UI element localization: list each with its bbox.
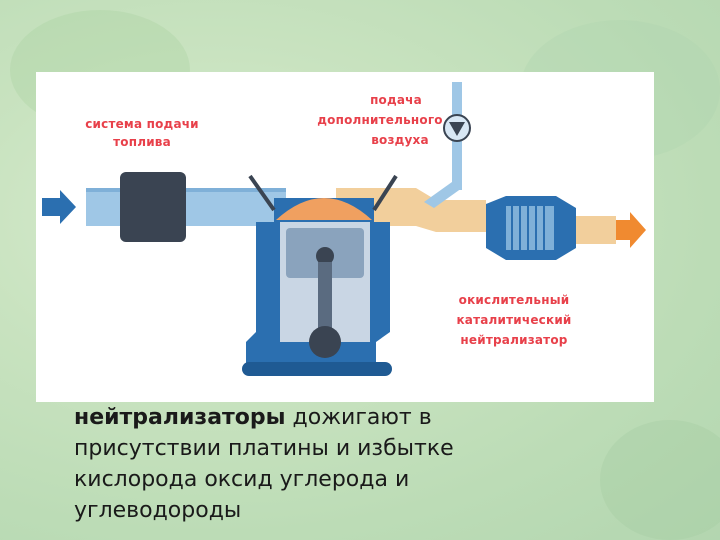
engine-diagram: система подачи топлива подача дополнител…: [42, 82, 646, 376]
background-blot: [600, 420, 720, 540]
catalyst-label-line3: нейтрализатор: [460, 333, 567, 347]
air-pump-arrow-icon: [449, 122, 465, 136]
exhaust-arrow: [616, 212, 646, 248]
fuel-system-label-line1: система подачи: [85, 117, 199, 131]
catalyst-grid: [511, 206, 545, 250]
connecting-rod: [318, 262, 332, 336]
crankshaft: [309, 326, 341, 358]
exhaust-valve: [372, 174, 398, 212]
diagram-panel: система подачи топлива подача дополнител…: [36, 72, 654, 402]
air-supply-bend: [424, 182, 462, 208]
caption-line-4: углеводороды: [74, 498, 242, 523]
engine-crankcase: [242, 362, 392, 376]
catalyst-label-line2: каталитический: [456, 313, 571, 327]
caption-line-2: присутствии платины и избытке: [74, 436, 454, 461]
catalyst-label-line1: окислительный: [459, 293, 570, 307]
air-supply-label-line3: воздуха: [371, 133, 429, 147]
intake-arrow: [42, 190, 76, 224]
fuel-system-label-line2: топлива: [113, 135, 171, 149]
caption-bold-term: нейтрализаторы: [74, 405, 286, 430]
catalyst-core: [506, 206, 554, 250]
caption-line-1-rest: дожигают в: [285, 405, 432, 430]
piston-pin: [316, 247, 334, 265]
caption-text: нейтрализаторы дожигают в присутствии пл…: [74, 402, 674, 526]
air-supply-label-line2: дополнительного: [317, 113, 442, 127]
air-supply-label-line1: подача: [370, 93, 422, 107]
intake-valve: [248, 174, 276, 212]
caption-line-3: кислорода оксид углерода и: [74, 467, 410, 492]
combustion-chamber: [276, 198, 372, 220]
fuel-system-box: [120, 172, 186, 242]
caption-line-1: нейтрализаторы дожигают в: [74, 402, 674, 433]
